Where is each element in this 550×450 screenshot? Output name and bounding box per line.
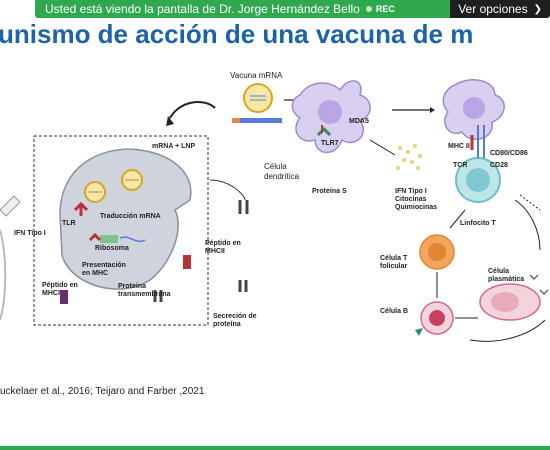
b-cell-label: Célula B — [380, 308, 409, 315]
mrna-strand-icon — [119, 236, 146, 242]
mrna-construct-icon — [232, 118, 282, 123]
receptor-icon — [88, 232, 102, 242]
t-cell-label: Linfocito T — [460, 220, 496, 227]
peptide-mhci-label: Péptido en MHCI — [42, 282, 78, 297]
protein-s-label: Proteína S — [312, 188, 347, 195]
cd80-cd86-label: CD80/CD86 — [490, 150, 528, 157]
vaccine-particle-icon — [243, 83, 273, 113]
protein-s-icon — [316, 126, 332, 137]
cell-zoom-box — [33, 135, 209, 326]
follicular-t-cell-label: Célula T folicular — [380, 255, 408, 270]
ribosome-label: Ribosoma — [95, 245, 129, 252]
curved-arrow-icon — [169, 101, 216, 119]
protein-icon — [238, 200, 249, 214]
mda5-label: MDA5 — [349, 118, 369, 125]
cytokines-label: IFN Tipo I Citocinas Quimiocinas — [395, 188, 438, 211]
mechanism-diagram — [0, 79, 549, 342]
share-banner-text: Usted está viendo la pantalla de Dr. Jor… — [45, 2, 360, 16]
recording-dot-icon — [365, 6, 372, 12]
chevron-down-icon: ❯ — [533, 3, 542, 15]
translation-label: Traducción mRNA — [100, 213, 161, 220]
view-options-button[interactable]: Ver opciones ❯ — [450, 0, 550, 18]
plasma-cell-label: Célula plasmática — [488, 268, 525, 283]
skin-edge-shape — [0, 229, 7, 321]
mhc-presentation-label: Presentación en MHC — [82, 262, 126, 277]
transmembrane-protein-label: Proteína transmembrana — [118, 283, 171, 298]
screen-share-banner: Usted está viendo la pantalla de Dr. Jor… — [35, 0, 505, 18]
tcr-label: TCR — [453, 162, 468, 169]
mrna-lnp-label: mRNA + LNP — [152, 143, 196, 150]
cytokine-dots — [396, 144, 422, 170]
view-options-label: Ver opciones — [458, 2, 528, 16]
dendritic-cell-label: Célula dendrítica — [264, 162, 300, 181]
ifn-tipo1-label: IFN Tipo I — [14, 230, 46, 237]
syringe-icon — [0, 195, 21, 217]
protein-secretion-label: Secreción de proteína — [213, 313, 257, 328]
citation-text: uckelaer et al., 2016; Teijaro and Farbe… — [0, 386, 205, 397]
antigen-icon — [415, 328, 423, 336]
mhci-icon — [60, 290, 68, 304]
antibody-icon — [529, 274, 549, 296]
ribosome-icon — [100, 235, 118, 243]
nucleus-shape — [318, 100, 342, 124]
slide-title: unismo de acción de una vacuna de m — [0, 19, 474, 49]
tlr7-label: TLR7 — [321, 140, 339, 147]
peptide-mhcii-label: Péptido en MHCII — [205, 240, 241, 255]
mrna-vaccine-label: Vacuna mRNA — [230, 71, 283, 80]
bottom-accent-bar — [0, 446, 550, 450]
tcr-icon — [477, 125, 485, 158]
tlr-label: TLR — [62, 220, 76, 227]
cd28-label: CD28 — [490, 162, 508, 169]
secreted-protein-icon — [238, 280, 248, 292]
tlr-receptor-icon — [73, 201, 89, 216]
transmembrane-protein-icon — [153, 290, 163, 302]
mhcii-icon — [183, 255, 191, 269]
mhc-ii-label: MHC II — [448, 143, 470, 150]
rec-label: REC — [375, 4, 395, 14]
